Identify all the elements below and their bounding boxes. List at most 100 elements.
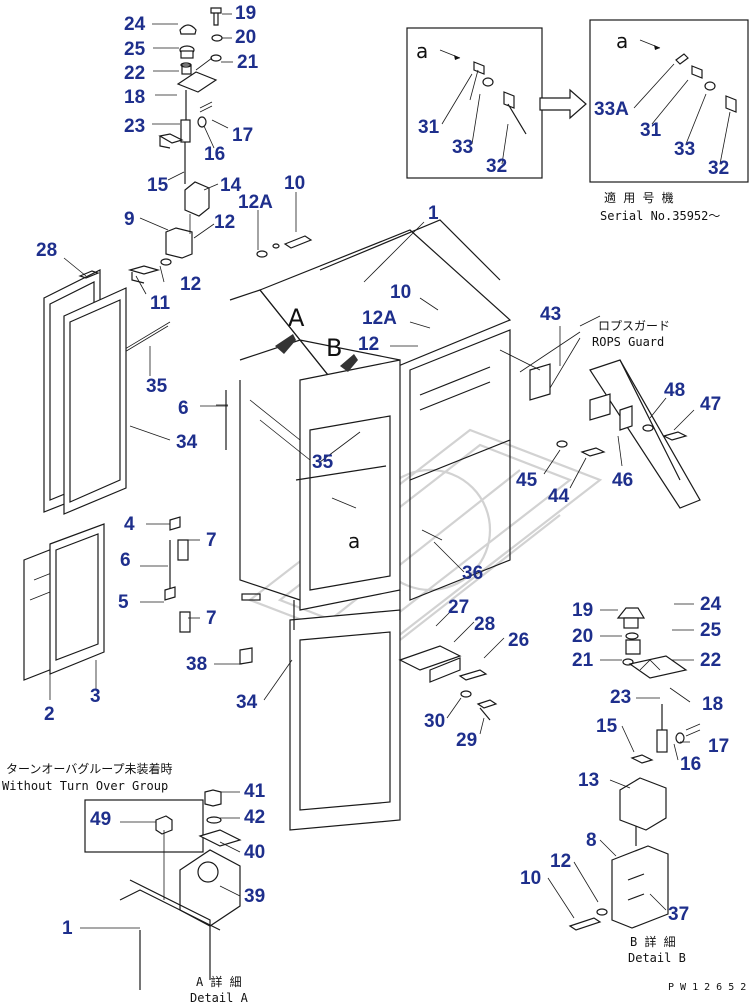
callout-4: 4 [124,514,135,535]
callout-32b: 32 [708,158,729,179]
callout-17a: 17 [232,125,253,146]
callout-25a: 25 [124,39,146,60]
callout-31b: 31 [640,120,662,141]
callout-19a: 19 [235,3,256,24]
callout-28b: 28 [474,614,495,635]
callout-22b: 22 [700,650,721,671]
callout-33b: 33 [674,139,695,160]
note-detail-b-jp: B 詳 細 [630,934,676,949]
view-letter-a-box1: a [416,39,428,63]
callout-6a: 6 [178,398,189,419]
view-letter-a-box2: a [616,29,628,53]
callout-20a: 20 [235,27,256,48]
callout-36: 36 [462,563,483,584]
callout-15b: 15 [596,716,618,737]
callout-22a: 22 [124,63,145,84]
callout-34a: 34 [176,432,198,453]
callout-38: 38 [186,654,207,675]
callout-41: 41 [244,781,266,802]
callout-16b: 16 [680,754,701,775]
callout-6b: 6 [120,550,131,571]
note-detail-a-jp: A 詳 細 [196,974,242,989]
callout-20b: 20 [572,626,593,647]
callout-21b: 21 [572,650,594,671]
callout-31a: 31 [418,117,440,138]
callout-26: 26 [508,630,529,651]
note-detail-b-en: Detail B [628,951,686,965]
callout-29: 29 [456,730,477,751]
window-frames-left [23,269,127,681]
callout-18a: 18 [124,87,145,108]
callout-10a: 10 [284,173,305,194]
note-rops-jp: ロプスガード [598,319,670,333]
callout-27: 27 [448,597,469,618]
callout-7a: 7 [206,530,217,551]
callout-47: 47 [700,394,721,415]
callout-labels: 24 19 25 20 22 21 18 23 17 16 15 14 9 12… [36,3,729,939]
callout-24a: 24 [124,14,146,35]
callout-3: 3 [90,686,101,707]
callout-28a: 28 [36,240,57,261]
callout-30: 30 [424,711,445,732]
callout-23b: 23 [610,687,631,708]
note-applicable-jp: 適 用 号 機 [604,190,674,205]
callout-35a: 35 [146,376,168,397]
note-turnover-jp: ターンオーバグループ未装着時 [6,761,173,776]
callout-18b: 18 [702,694,723,715]
callout-11: 11 [150,293,171,314]
callout-9: 9 [124,209,135,230]
callout-21a: 21 [237,52,259,73]
callout-39: 39 [244,886,265,907]
callout-15a: 15 [147,175,169,196]
callout-7b: 7 [206,608,217,629]
callout-8: 8 [586,830,597,851]
callout-37: 37 [668,904,689,925]
callout-12b: 12 [180,274,201,295]
callout-43: 43 [540,304,561,325]
callout-23a: 23 [124,116,145,137]
view-letter-A: A [288,304,305,332]
callout-33a: 33 [452,137,473,158]
callout-10b: 10 [390,282,411,303]
callout-12d: 12 [550,851,571,872]
note-serial: Serial No.35952～ [600,209,720,223]
rops-guard [499,349,701,509]
detail-boxes [406,19,749,183]
callout-34b: 34 [236,692,258,713]
callout-42: 42 [244,807,265,828]
callout-12Ab: 12A [362,308,397,329]
note-turnover-en: Without Turn Over Group [2,779,168,793]
callout-45: 45 [516,470,538,491]
note-rops-en: ROPS Guard [592,335,664,349]
detail-a-assembly [84,789,242,990]
callout-32a: 32 [486,156,507,177]
callout-12Aa: 12A [238,192,273,213]
view-letter-a-cab: a [348,529,360,553]
callout-1b: 1 [62,918,73,939]
callout-2: 2 [44,704,55,725]
callout-25b: 25 [700,620,722,641]
view-letters: a a a A B [288,29,628,553]
callout-12c: 12 [358,334,379,355]
door-lock-parts [398,645,498,721]
detail-b-assembly [568,607,701,931]
callout-13: 13 [578,770,599,791]
callout-49: 49 [90,809,111,830]
callout-44: 44 [548,486,570,507]
note-detail-a-en: Detail A [190,991,249,1005]
callout-35b: 35 [312,452,334,473]
callout-14a: 14 [220,175,242,196]
callout-46: 46 [612,470,633,491]
callout-33A: 33A [594,99,629,120]
drawing-number: P W 1 2 6 5 2 [668,982,746,993]
view-letter-B: B [326,334,342,362]
callout-19b: 19 [572,600,593,621]
callout-1a: 1 [428,203,439,224]
leader-lines [49,13,731,929]
callout-48: 48 [664,380,685,401]
callout-17b: 17 [708,736,729,757]
callout-24b: 24 [700,594,722,615]
callout-10c: 10 [520,868,541,889]
callout-5: 5 [118,592,129,613]
